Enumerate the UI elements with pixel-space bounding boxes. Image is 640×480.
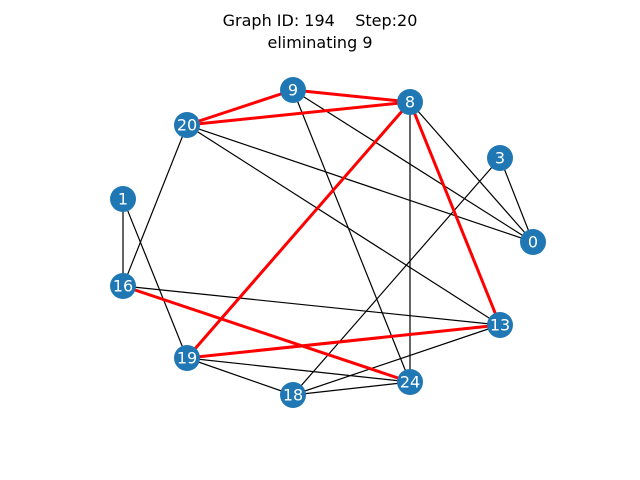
node-circle-8 bbox=[397, 89, 423, 115]
node-label-19: 19 bbox=[177, 349, 197, 368]
graph-subtitle: eliminating 9 bbox=[267, 33, 373, 52]
node-0: 0 bbox=[520, 229, 546, 255]
edge-9-20-highlighted bbox=[186, 88, 294, 127]
node-label-18: 18 bbox=[283, 386, 303, 405]
node-circle-18 bbox=[280, 382, 306, 408]
edge-20-8-highlighted bbox=[186, 100, 411, 127]
step-text: Step:20 bbox=[355, 11, 418, 30]
node-8: 8 bbox=[397, 89, 423, 115]
edges-layer bbox=[122, 88, 534, 396]
node-label-9: 9 bbox=[288, 81, 298, 100]
edge-9-8-highlighted bbox=[292, 88, 411, 104]
edge-9-0 bbox=[292, 89, 534, 243]
edge-16-24-highlighted bbox=[122, 284, 411, 384]
edge-16-13 bbox=[122, 285, 501, 326]
node-18: 18 bbox=[280, 382, 306, 408]
edge-19-18 bbox=[186, 357, 294, 396]
edge-20-13 bbox=[186, 124, 501, 326]
node-label-16: 16 bbox=[113, 277, 133, 296]
edge-9-24 bbox=[292, 89, 411, 383]
node-1: 1 bbox=[110, 186, 136, 212]
edge-19-13-highlighted bbox=[186, 323, 501, 360]
node-label-20: 20 bbox=[177, 116, 197, 135]
node-circle-16 bbox=[110, 273, 136, 299]
node-label-13: 13 bbox=[490, 316, 510, 335]
node-label-0: 0 bbox=[528, 233, 538, 252]
node-label-8: 8 bbox=[405, 93, 415, 112]
node-label-3: 3 bbox=[495, 149, 505, 168]
node-16: 16 bbox=[110, 273, 136, 299]
node-3: 3 bbox=[487, 145, 513, 171]
graph-id-text: Graph ID: 194 bbox=[222, 11, 335, 30]
edge-8-19-highlighted bbox=[185, 101, 412, 359]
edge-20-0 bbox=[186, 124, 534, 243]
edge-3-0 bbox=[499, 157, 534, 243]
node-circle-1 bbox=[110, 186, 136, 212]
node-circle-3 bbox=[487, 145, 513, 171]
node-13: 13 bbox=[487, 312, 513, 338]
node-20: 20 bbox=[174, 112, 200, 138]
node-circle-13 bbox=[487, 312, 513, 338]
node-label-24: 24 bbox=[400, 373, 420, 392]
node-24: 24 bbox=[397, 369, 423, 395]
node-label-1: 1 bbox=[118, 190, 128, 209]
node-circle-0 bbox=[520, 229, 546, 255]
edge-8-13-highlighted bbox=[408, 101, 502, 326]
node-circle-19 bbox=[174, 345, 200, 371]
node-19: 19 bbox=[174, 345, 200, 371]
node-circle-9 bbox=[280, 77, 306, 103]
graph-title: Graph ID: 194 Step:20 bbox=[0, 11, 640, 30]
edge-19-24 bbox=[186, 357, 411, 383]
node-9: 9 bbox=[280, 77, 306, 103]
node-circle-20 bbox=[174, 112, 200, 138]
edge-20-16 bbox=[122, 124, 188, 287]
node-circle-24 bbox=[397, 369, 423, 395]
edge-18-24 bbox=[292, 381, 411, 396]
edge-1-19 bbox=[122, 198, 188, 359]
edge-8-0 bbox=[409, 101, 534, 243]
edge-13-18 bbox=[292, 324, 501, 396]
